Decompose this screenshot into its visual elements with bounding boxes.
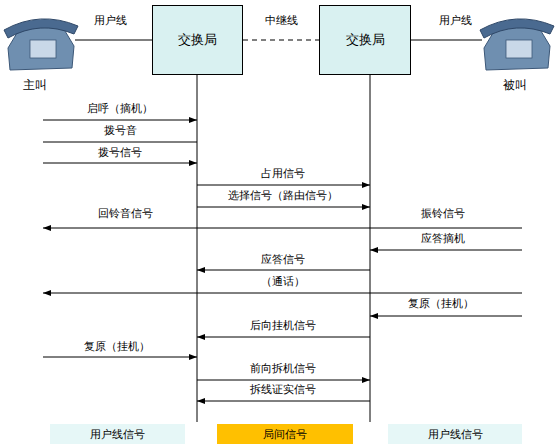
message-arrow [43,293,522,294]
message-arrow [43,228,522,229]
signal-name: （通话） [261,275,305,288]
signal-band: 用户线信号 [50,424,185,444]
message-arrow [197,185,370,186]
signal-name: 拨号音 [104,124,137,137]
signal-name: 回铃音信号 [98,207,153,220]
message-arrow [370,250,522,251]
party-label: 被叫 [503,79,527,92]
message-arrow [370,316,522,317]
node-text: 局间信号 [263,427,307,442]
signal-band: 局间信号 [217,424,353,444]
signal-name: 启呼（摘机） [87,102,153,115]
line-label: 用户线 [94,14,127,27]
phone-illustration [480,19,554,70]
exchange-box: 交换局 [152,5,243,75]
message-arrow [197,401,370,402]
message-arrows [43,120,522,401]
message-arrow [197,207,370,208]
edge-label: 中继线 [265,14,298,27]
message-arrow [43,120,197,121]
phone-illustration [4,19,78,70]
lifeline [197,75,198,422]
signal-name: 应答摘机 [421,232,465,245]
message-arrow [197,270,370,271]
party-label: 主叫 [23,79,47,92]
message-arrow [43,357,197,358]
subscriber-line [75,40,152,41]
node-text: 用户线信号 [90,427,145,442]
signal-name: 拆线证实信号 [250,383,316,396]
message-arrow [197,380,370,381]
signal-name: 选择信号（路由信号） [228,189,338,202]
message-arrow [43,163,197,164]
signal-name: 拨号信号 [98,146,142,159]
connector-layer [243,40,319,41]
signal-name: 振铃信号 [421,207,465,220]
signal-name: 复原（挂机） [84,340,150,353]
signal-band: 用户线信号 [388,424,522,444]
signal-name: 应答信号 [261,253,305,266]
message-arrow [197,337,370,338]
line-label: 用户线 [439,14,472,27]
exchange-box: 交换局 [319,5,411,75]
node-text: 交换局 [346,31,385,49]
lifeline [370,75,371,422]
signal-name: 复原（挂机） [408,297,474,310]
node-text: 交换局 [178,31,217,49]
signal-name: 后向挂机信号 [250,319,316,332]
node-text: 用户线信号 [428,427,483,442]
signal-name: 占用信号 [261,167,305,180]
message-line [43,142,197,143]
trunk-line [243,40,319,41]
subscriber-line [411,40,482,41]
signal-name: 前向拆机信号 [250,362,316,375]
